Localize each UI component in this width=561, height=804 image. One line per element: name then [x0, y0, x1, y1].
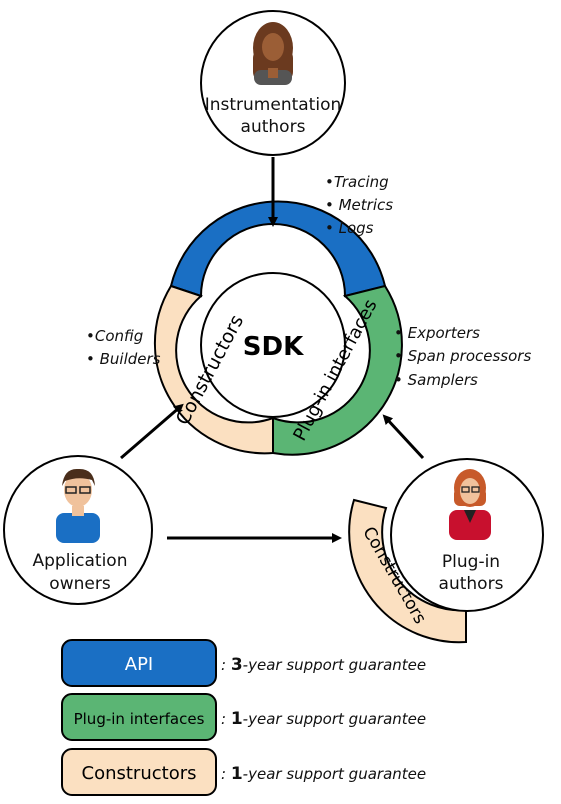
arrow-pluginauthors-to-plugin-interfaces — [382, 414, 425, 460]
instrumentation-authors-label-2: authors — [241, 117, 306, 137]
woman-redhair-avatar-icon — [449, 469, 491, 540]
api-bullet-item: • Metrics — [325, 196, 393, 214]
plugin-authors-label-1: Plug-in — [442, 552, 500, 572]
legend-plugin-note: : 1-year support guarantee — [221, 709, 426, 729]
plugin-authors-node: Constructors Plug-in authors — [348, 458, 544, 644]
application-owners-label-1: Application — [33, 551, 128, 571]
application-owners-label-2: owners — [49, 574, 111, 594]
plugin-bullet-item: • Exporters — [394, 324, 480, 342]
plugin-bullet-item: • Samplers — [394, 371, 478, 389]
legend-api-note: : 3-year support guarantee — [221, 655, 426, 675]
legend: API : 3-year support guarantee Plug-in i… — [61, 639, 426, 796]
legend-plugin-swatch — [61, 693, 217, 741]
legend-constructors-label: Constructors — [82, 763, 197, 784]
api-bullets: •Tracing • Metrics • Logs — [325, 173, 393, 237]
plugin-authors-label-2: authors — [439, 574, 504, 594]
application-owners-node: Application owners — [3, 455, 153, 605]
legend-api: API : 3-year support guarantee — [61, 639, 426, 687]
constructor-bullet-item: • Builders — [86, 350, 161, 368]
legend-plugin: Plug-in interfaces : 1-year support guar… — [61, 693, 426, 741]
sdk-core — [200, 272, 346, 418]
legend-api-label: API — [125, 654, 153, 675]
ring-plugin-segment — [272, 284, 403, 456]
woman-avatar-icon — [253, 22, 293, 85]
sdk-label: SDK — [243, 332, 304, 362]
plugin-bullets: • Exporters • Span processors • Samplers — [394, 324, 531, 389]
ring-api-label: API — [257, 232, 289, 256]
legend-plugin-label: Plug-in interfaces — [74, 710, 205, 728]
constructor-bullets: •Config • Builders — [86, 327, 161, 368]
legend-constructors-note: : 1-year support guarantee — [221, 764, 426, 784]
plugin-bullet-item: • Span processors — [394, 347, 531, 365]
arrow-appowners-to-constructors — [120, 403, 184, 460]
instrumentation-authors-label-1: Instrumentation — [205, 95, 342, 115]
man-avatar-icon — [56, 468, 100, 543]
legend-constructors: Constructors : 1-year support guarantee — [61, 748, 426, 796]
plugin-constructors-arc — [348, 498, 467, 644]
api-bullet-item: •Tracing — [325, 173, 389, 191]
legend-constructors-swatch — [61, 748, 217, 796]
constructor-bullet-item: •Config — [86, 327, 143, 345]
sdk-ring: SDK API Constructors Plug-in interfaces — [153, 200, 403, 456]
instrumentation-authors-node: Instrumentation authors — [200, 10, 346, 156]
api-bullet-item: • Logs — [325, 219, 374, 237]
legend-api-swatch — [61, 639, 217, 687]
